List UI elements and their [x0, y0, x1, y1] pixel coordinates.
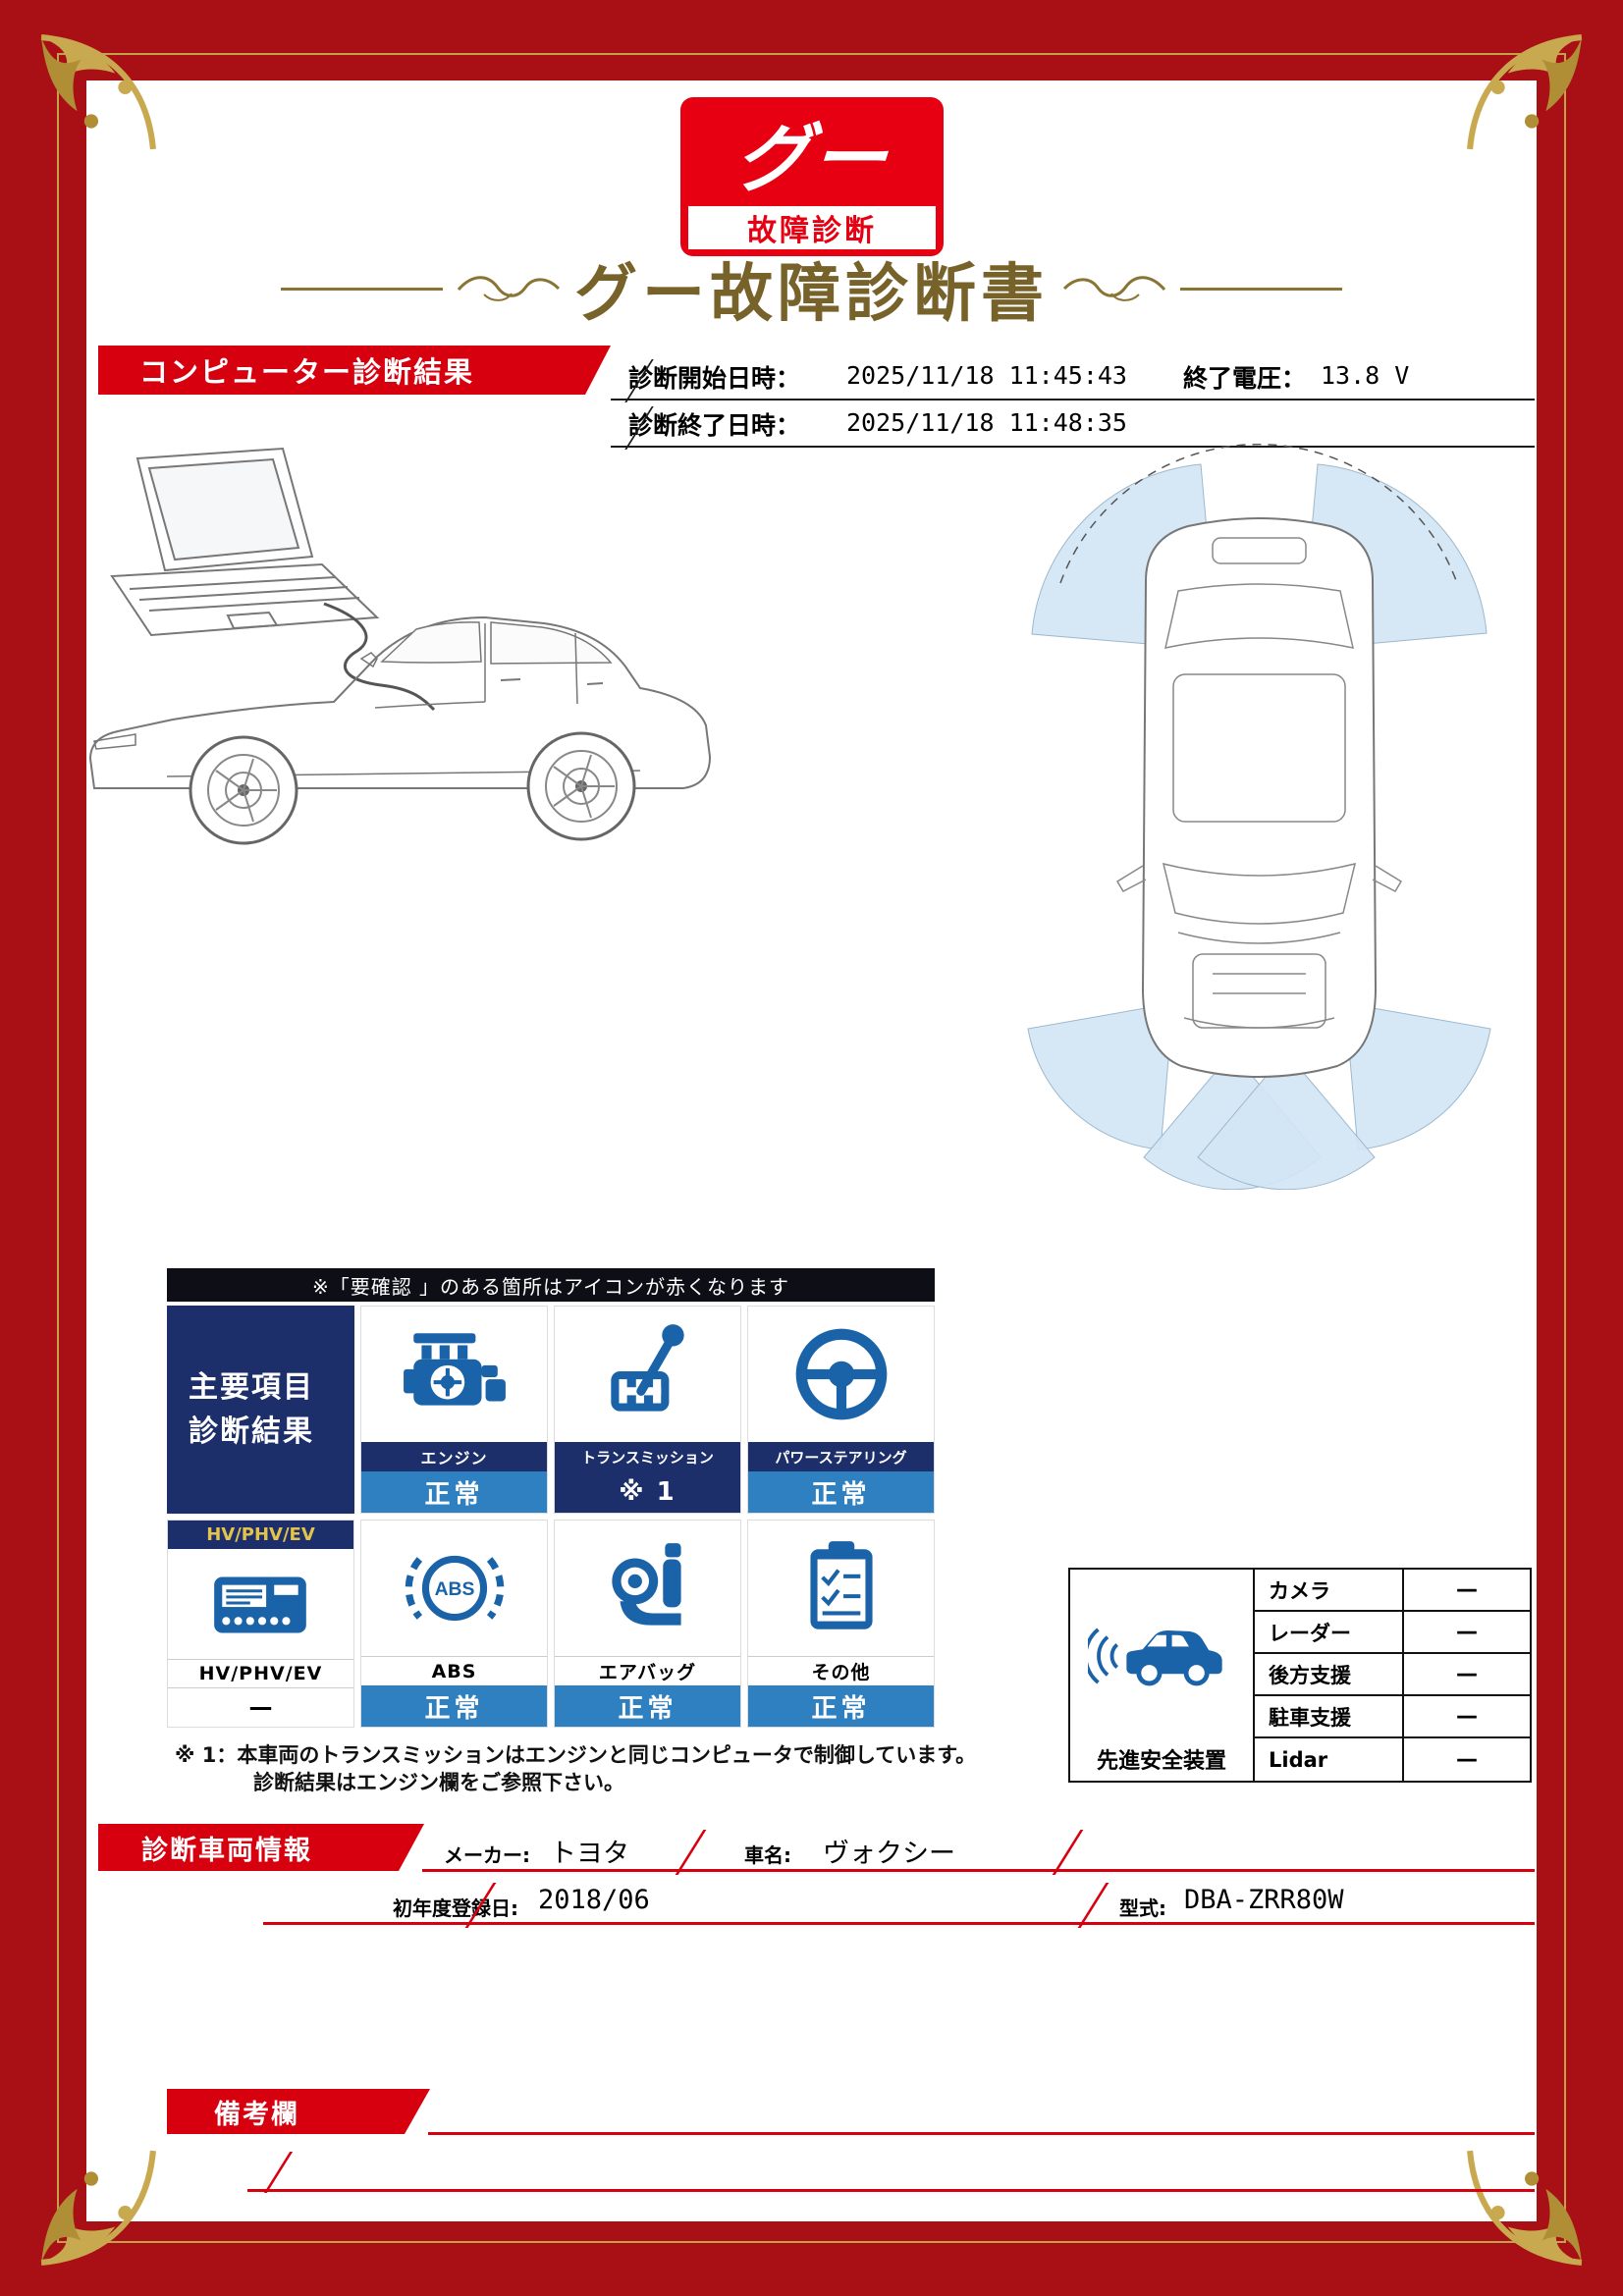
remarks-line — [428, 2132, 1535, 2135]
abs-cell: ABS ABS 正常 — [360, 1520, 548, 1728]
maker-label: メーカー: — [444, 1843, 530, 1867]
title-rule-left — [281, 287, 443, 291]
footnote-line1: ※ 1：本車両のトランスミッションはエンジンと同じコンピュータで制御しています。 — [175, 1743, 977, 1767]
title-flourish-icon — [1062, 276, 1166, 301]
footnote-line2: 診断結果はエンジン欄をご参照下さい。 — [253, 1771, 624, 1794]
end-voltage-label: 終了電圧： — [1183, 364, 1307, 393]
power-steering-label: パワーステアリング — [748, 1442, 934, 1471]
divider-line — [611, 399, 1535, 400]
goo-logo-text: グー — [731, 115, 892, 202]
hv-phv-ev-status: — — [168, 1686, 353, 1727]
other-checklist-icon — [748, 1521, 934, 1656]
diagnosis-end-label: 診断終了日時： — [628, 411, 801, 440]
vehicle-divider-line — [263, 1922, 1535, 1925]
report-title-row: グー故障診断書 — [0, 243, 1623, 334]
airbag-icon — [555, 1521, 740, 1656]
corner-ornament-icon — [1467, 2150, 1583, 2266]
goo-logo-subtitle: 故障診断 — [688, 206, 936, 249]
svg-text:ABS: ABS — [434, 1578, 474, 1600]
abs-status: 正常 — [361, 1685, 547, 1727]
attention-notice: ※「要確認 」のある箇所はアイコンが赤くなります — [167, 1268, 935, 1302]
main-items-header: 主要項目 診断結果 — [167, 1306, 354, 1514]
airbag-cell: エアバッグ 正常 — [554, 1520, 741, 1728]
diagnosis-start-label: 診断開始日時： — [628, 364, 801, 393]
safety-row-lidar: Lidar — [1269, 1747, 1328, 1772]
safety-device-table: 先進安全装置 カメラ — レーダー — 後方支援 — 駐車支援 — Lidar … — [1068, 1568, 1532, 1783]
remarks-banner: 備考欄 — [167, 2089, 430, 2134]
corner-ornament-icon — [40, 34, 156, 150]
model-code-label: 型式: — [1119, 1896, 1166, 1920]
safety-row-camera: カメラ — [1255, 1570, 1402, 1612]
computer-diagnosis-banner: コンピューター診断結果 — [98, 346, 611, 395]
diagnosis-end-value: 2025/11/18 11:48:35 — [846, 408, 1127, 437]
vehicle-divider-line — [422, 1869, 1535, 1872]
corner-ornament-icon — [40, 2150, 156, 2266]
safety-value-lidar: — — [1402, 1738, 1530, 1781]
abs-label: ABS — [361, 1656, 547, 1685]
airbag-status: 正常 — [555, 1685, 740, 1727]
page-title: グー故障診断書 — [574, 258, 1049, 331]
safety-value-rear-support: — — [1402, 1654, 1530, 1696]
other-cell: その他 正常 — [747, 1520, 935, 1728]
hv-phv-ev-band: HV/PHV/EV — [168, 1521, 353, 1549]
title-flourish-icon — [457, 276, 561, 301]
engine-cell: エンジン 正常 — [360, 1306, 548, 1514]
car-name-value: ヴォクシー — [823, 1839, 955, 1869]
gold-inner-frame — [57, 53, 1566, 2243]
safety-device-label: 先進安全装置 — [1096, 1749, 1226, 1774]
vehicle-info-banner: 診断車両情報 — [98, 1824, 424, 1871]
car-name-label: 車名: — [744, 1843, 791, 1867]
safety-value-radar: — — [1402, 1612, 1530, 1654]
laptop-and-car-illustration — [88, 447, 712, 845]
safety-car-icon — [1088, 1627, 1222, 1685]
hv-phv-ev-label: HV/PHV/EV — [168, 1658, 353, 1687]
safety-device-cell: 先進安全装置 — [1070, 1570, 1255, 1781]
transmission-cell: トランスミッション ※ 1 — [554, 1306, 741, 1514]
divider-line — [611, 446, 1535, 448]
goo-logo: グー 故障診断 — [681, 98, 943, 255]
transmission-label: トランスミッション — [555, 1442, 740, 1471]
engine-label: エンジン — [361, 1442, 547, 1471]
engine-icon — [361, 1307, 547, 1442]
engine-status: 正常 — [361, 1471, 547, 1513]
safety-value-camera: — — [1402, 1570, 1530, 1612]
car-top-view-sensors-illustration — [1027, 444, 1491, 1190]
title-rule-right — [1180, 287, 1342, 291]
hv-phv-ev-cell: HV/PHV/EV HV/PHV/EV — — [167, 1520, 354, 1728]
safety-row-parking-support: 駐車支援 — [1255, 1696, 1402, 1738]
end-voltage-value: 13.8 V — [1321, 361, 1410, 390]
abs-icon: ABS — [361, 1521, 547, 1656]
maker-value: トヨタ — [550, 1839, 629, 1869]
model-code-value: DBA-ZRR80W — [1184, 1885, 1344, 1915]
transmission-icon — [555, 1307, 740, 1442]
remarks-line — [247, 2189, 1535, 2192]
airbag-label: エアバッグ — [555, 1656, 740, 1685]
safety-value-parking-support: — — [1402, 1696, 1530, 1738]
main-items-header-line2: 診断結果 — [189, 1415, 314, 1449]
diagnosis-start-value: 2025/11/18 11:45:43 — [846, 361, 1127, 390]
diagnosis-grid: 主要項目 診断結果 — [167, 1306, 935, 1728]
safety-row-rear-support: 後方支援 — [1255, 1654, 1402, 1696]
other-status: 正常 — [748, 1685, 934, 1727]
first-registration-label: 初年度登録日: — [393, 1896, 518, 1920]
first-registration-value: 2018/06 — [538, 1885, 650, 1915]
hv-phv-ev-icon — [168, 1549, 353, 1659]
transmission-status: ※ 1 — [555, 1471, 740, 1513]
other-label: その他 — [748, 1656, 934, 1685]
main-items-header-line1: 主要項目 — [189, 1370, 314, 1405]
power-steering-cell: パワーステアリング 正常 — [747, 1306, 935, 1514]
power-steering-status: 正常 — [748, 1471, 934, 1513]
safety-row-radar: レーダー — [1255, 1612, 1402, 1654]
corner-ornament-icon — [1467, 34, 1583, 150]
power-steering-icon — [748, 1307, 934, 1442]
